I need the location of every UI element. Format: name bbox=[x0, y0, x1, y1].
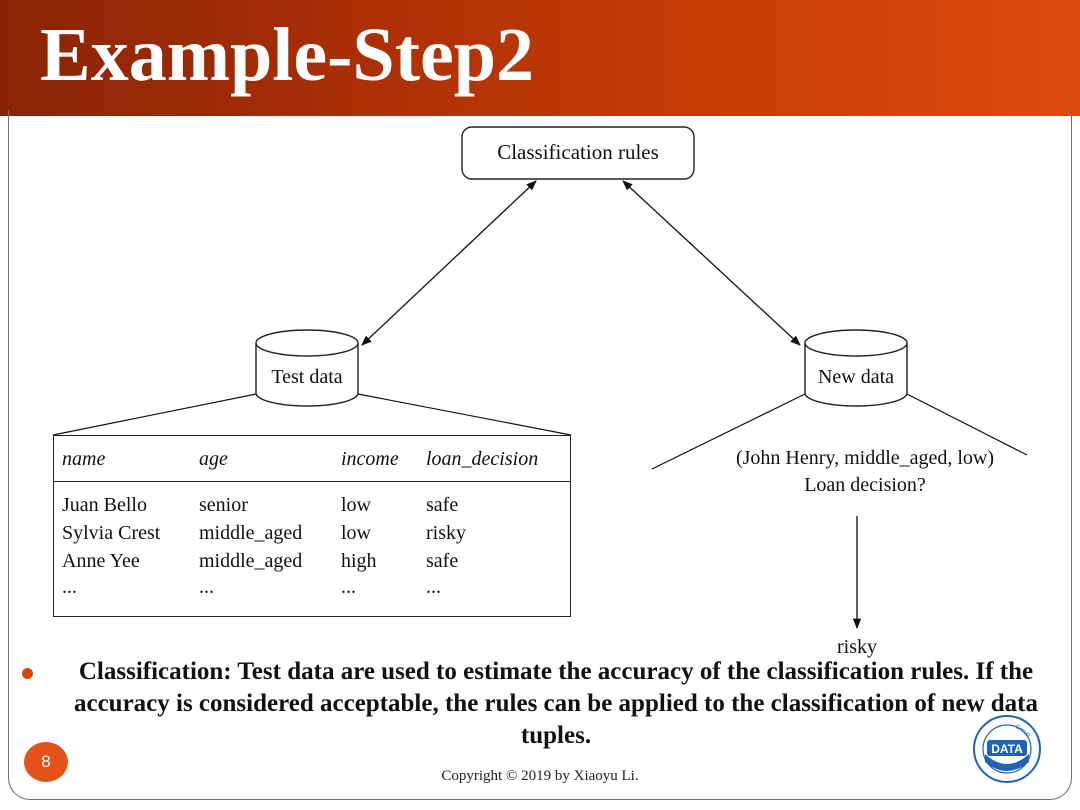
test-fan-right bbox=[357, 393, 572, 436]
copyright-footer: Copyright © 2019 by Xiaoyu Li. bbox=[441, 768, 639, 784]
rules-box bbox=[461, 126, 695, 180]
test-data-cylinder bbox=[255, 329, 359, 407]
logo-text: DATA bbox=[991, 742, 1023, 756]
table-cell: ... bbox=[426, 576, 441, 598]
slide-title: Example-Step2 bbox=[40, 13, 534, 97]
data-group-logo-icon: DATA Group bbox=[973, 715, 1041, 783]
test-fan-left bbox=[52, 393, 257, 436]
slide-frame bbox=[8, 110, 1072, 800]
table-cell: ... bbox=[62, 576, 77, 598]
table-cell: Juan Bello bbox=[62, 494, 147, 516]
table-cell: Anne Yee bbox=[62, 550, 140, 572]
table-cell: low bbox=[341, 522, 371, 544]
new-fan-right bbox=[906, 393, 1028, 456]
table-cell: middle_aged bbox=[199, 550, 303, 572]
table-header-loan-decision: loan_decision bbox=[426, 448, 539, 470]
loan-decision-question: Loan decision? bbox=[804, 474, 926, 496]
table-cell: ... bbox=[199, 576, 214, 598]
bullet-item: Classification: Test data are used to es… bbox=[22, 656, 1062, 752]
table-header-rule bbox=[54, 481, 570, 482]
table-header-age: age bbox=[199, 448, 228, 470]
new-data-label: New data bbox=[817, 366, 895, 388]
test-data-table: name age income loan_decision Juan Bello… bbox=[53, 435, 571, 617]
title-bar: Example-Step2 bbox=[0, 0, 1080, 116]
table-cell: middle_aged bbox=[199, 522, 303, 544]
rules-new-arrow bbox=[622, 180, 801, 346]
page-number-badge: 8 bbox=[24, 742, 68, 782]
table-header-name: name bbox=[62, 448, 106, 470]
table-cell: high bbox=[341, 550, 377, 572]
new-data-cylinder bbox=[804, 329, 908, 407]
new-fan-left bbox=[651, 393, 806, 470]
result-label: risky bbox=[837, 636, 877, 658]
test-data-label: Test data bbox=[271, 366, 343, 388]
bullet-text: Classification: Test data are used to es… bbox=[73, 658, 1039, 749]
rules-box-label: Classification rules bbox=[497, 140, 659, 164]
new-data-tuple: (John Henry, middle_aged, low) bbox=[735, 447, 995, 469]
table-cell: senior bbox=[199, 494, 248, 516]
table-cell: ... bbox=[341, 576, 356, 598]
table-cell: safe bbox=[426, 494, 459, 516]
table-cell: low bbox=[341, 494, 371, 516]
table-header-income: income bbox=[341, 448, 399, 470]
table-cell: risky bbox=[426, 522, 466, 544]
bullet-dot-icon bbox=[22, 668, 33, 679]
rules-test-arrow bbox=[361, 180, 537, 346]
table-cell: safe bbox=[426, 550, 459, 572]
table-cell: Sylvia Crest bbox=[62, 522, 161, 544]
